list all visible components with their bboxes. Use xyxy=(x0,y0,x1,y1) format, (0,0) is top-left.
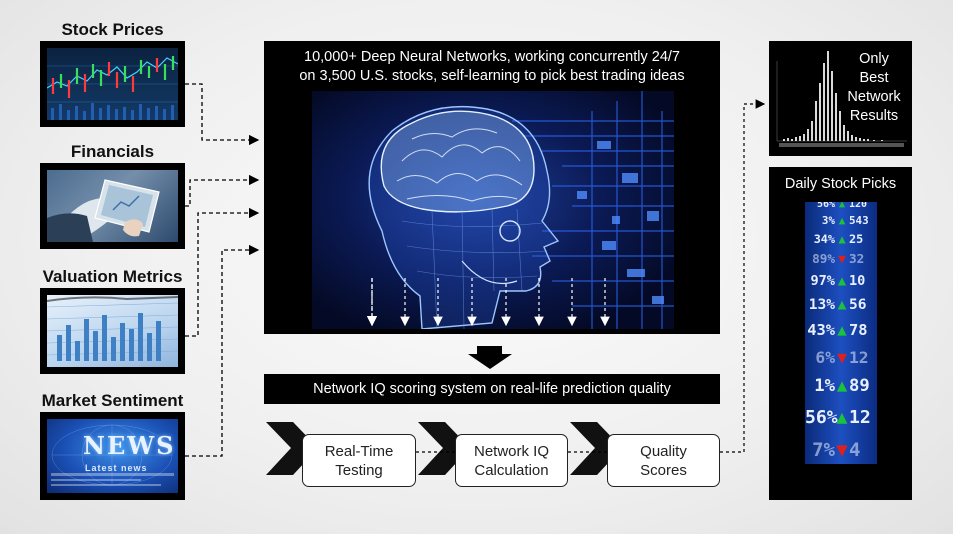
ticker-row: 43%▲78 xyxy=(805,321,877,339)
stock-prices-label: Stock Prices xyxy=(61,20,164,39)
ticker-row: 34%▲25 xyxy=(805,231,877,246)
ticker-row: 56%▲120 xyxy=(805,202,877,210)
arrow-to-results xyxy=(720,99,766,453)
up-triangle-icon: ▲ xyxy=(837,272,847,289)
ticker-percent: 97% xyxy=(810,272,835,289)
ticker-row: 89%▼32 xyxy=(805,253,877,266)
ticker-percent: 6% xyxy=(815,347,835,367)
step2-line2: Calculation xyxy=(474,461,549,479)
daily-stock-picks-title: Daily Stock Picks xyxy=(784,176,897,192)
ticker-value: 12 xyxy=(849,347,869,367)
news-globe-icon xyxy=(51,424,174,486)
step3-line1: Quality xyxy=(640,442,687,460)
ticker-row: 6%▼12 xyxy=(805,347,877,367)
results-line4: Results xyxy=(849,108,899,124)
ticker-percent: 13% xyxy=(808,297,835,313)
stock-prices-thumbnail xyxy=(40,41,185,127)
ticker-value: 10 xyxy=(849,272,866,289)
ticker-value: 25 xyxy=(849,231,864,246)
arrow-financials xyxy=(185,174,260,207)
up-triangle-icon: ▲ xyxy=(837,297,847,313)
results-line2: Best xyxy=(859,70,889,86)
arrow-market-sentiment xyxy=(185,244,260,457)
ticker-value: 89 xyxy=(849,376,870,397)
ticker-value: 120 xyxy=(849,202,868,210)
brain-head-icon xyxy=(368,91,674,329)
main-title-line2: on 3,500 U.S. stocks, self-learning to p… xyxy=(299,68,685,84)
neural-brain-image xyxy=(312,91,674,329)
up-triangle-icon: ▲ xyxy=(838,231,846,246)
market-sentiment-label: Market Sentiment xyxy=(41,391,184,410)
ticker-percent: 43% xyxy=(807,321,835,339)
step1-line2: Testing xyxy=(335,461,383,479)
step1-line1: Real-Time xyxy=(324,442,394,460)
ticker-value: 78 xyxy=(849,321,868,339)
ticker-row: 13%▲56 xyxy=(805,298,877,313)
ticker-value: 56 xyxy=(849,297,867,313)
market-sentiment-thumbnail: NEWS Latest news xyxy=(40,412,185,500)
ticker-row: 1%▲89 xyxy=(805,378,877,395)
ticker-row: 3%▲543 xyxy=(805,214,877,227)
step2-line1: Network IQ xyxy=(473,442,549,460)
ticker-percent: 7% xyxy=(812,439,835,461)
ticker-row: 56%▲12 xyxy=(805,406,877,428)
financials-thumbnail xyxy=(40,163,185,249)
candlestick-chart-icon xyxy=(47,56,178,120)
main-title-line1: 10,000+ Deep Neural Networks, working co… xyxy=(304,49,680,65)
bar-chart-paper-icon xyxy=(47,296,178,361)
financials-label: Financials xyxy=(70,142,155,161)
ticker-percent: 56% xyxy=(816,202,835,210)
news-word: NEWS xyxy=(83,431,176,460)
latest-news-text: Latest news xyxy=(85,463,148,473)
up-triangle-icon: ▲ xyxy=(836,406,848,428)
ticker-percent: 3% xyxy=(821,214,835,227)
ticker-percent: 89% xyxy=(812,251,835,267)
ticker-value: 12 xyxy=(849,406,871,428)
best-results-panel: Only Best Network Results xyxy=(769,41,912,156)
valuation-metrics-label: Valuation Metrics xyxy=(42,267,183,286)
results-line1: Only xyxy=(859,51,889,67)
ticker-value: 4 xyxy=(849,439,861,461)
down-triangle-icon: ▼ xyxy=(837,347,847,367)
down-triangle-icon: ▼ xyxy=(838,251,846,267)
up-triangle-icon: ▲ xyxy=(838,202,846,210)
ticker-value: 543 xyxy=(849,214,869,227)
ticker-percent: 56% xyxy=(805,406,838,428)
up-triangle-icon: ▲ xyxy=(837,321,847,339)
histogram-icon xyxy=(776,51,907,147)
up-triangle-icon: ▲ xyxy=(838,214,846,227)
arrow-stock-prices xyxy=(185,83,260,146)
down-triangle-icon: ▼ xyxy=(836,439,848,461)
step3-line2: Scores xyxy=(640,461,687,479)
down-arrow xyxy=(468,346,512,369)
tablet-hand-icon xyxy=(47,170,178,242)
up-triangle-icon: ▲ xyxy=(836,376,848,397)
valuation-metrics-thumbnail xyxy=(40,288,185,374)
neural-network-panel: 10,000+ Deep Neural Networks, working co… xyxy=(264,41,720,334)
scoring-system-bar: Network IQ scoring system on real-life p… xyxy=(264,374,720,404)
ticker-value: 32 xyxy=(849,251,865,267)
ticker-percent: 34% xyxy=(813,231,835,246)
results-line3: Network xyxy=(847,89,901,105)
ticker-row: 97%▲10 xyxy=(805,272,877,289)
ticker-percent: 1% xyxy=(814,376,835,397)
ticker-row: 7%▼4 xyxy=(805,441,877,460)
